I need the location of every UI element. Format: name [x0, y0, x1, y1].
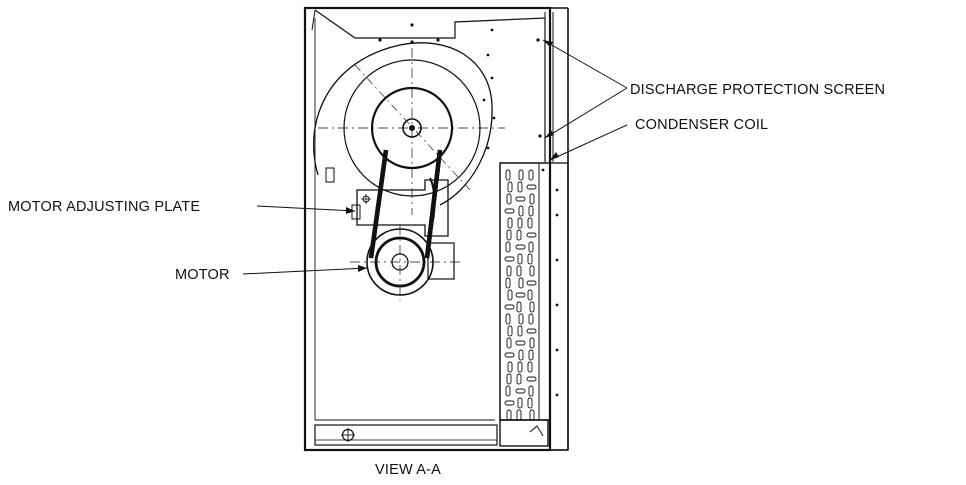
leader-lines [242, 39, 628, 275]
coil-fin-slot [505, 277, 511, 289]
coil-fin-slot [526, 328, 537, 334]
coil-fin-slot [527, 217, 533, 229]
coil-fin-slot [528, 169, 534, 181]
coil-fin-slot [516, 265, 522, 277]
coil-fin-slot [518, 313, 524, 325]
coil-fin-slot [527, 253, 533, 265]
coil-fin-slot [528, 241, 534, 253]
coil-fin-slot [505, 385, 511, 397]
blower-shroud [311, 9, 546, 162]
coil-fin-slot [507, 361, 513, 373]
coil-fin-slot [506, 193, 512, 205]
coil-fin-slot [518, 205, 524, 217]
coil-fin-slot [505, 313, 511, 325]
coil-fin-slot [517, 217, 523, 229]
coil-fin-slot [515, 244, 526, 250]
coil-fin-slot [504, 304, 515, 310]
coil-fin-slot [504, 208, 515, 214]
condenser-coil [499, 162, 569, 451]
coil-fin-slot [516, 373, 522, 385]
coil-fin-slot [516, 301, 522, 313]
coil-fin-slot [516, 409, 522, 421]
coil-fin-slot [504, 400, 515, 406]
coil-fin-slot [518, 169, 524, 181]
coil-fin-slot [516, 229, 522, 241]
coil-fin-slot [527, 289, 533, 301]
coil-fin-slot [529, 301, 535, 313]
coil-fin-slot [504, 352, 515, 358]
coil-fin-slot [529, 265, 535, 277]
coil-fin-slot [526, 232, 537, 238]
coil-fin-slot [505, 241, 511, 253]
coil-fin-slot [529, 193, 535, 205]
coil-fin-slot [506, 265, 512, 277]
view-title: VIEW A-A [375, 462, 441, 478]
coil-fin-slot [529, 409, 535, 421]
coil-fin-slot [506, 337, 512, 349]
coil-fin-slot [517, 397, 523, 409]
coil-fin-slot [507, 325, 513, 337]
motor-label: MOTOR [175, 267, 230, 283]
coil-fin-slot [527, 397, 533, 409]
motor [350, 225, 460, 300]
coil-fin-slot [506, 229, 512, 241]
coil-fin-slot [528, 349, 534, 361]
condenser-coil-label: CONDENSER COIL [635, 117, 768, 133]
coil-fin-slot [506, 409, 512, 421]
cabinet [303, 6, 569, 452]
coil-fin-slot [528, 385, 534, 397]
coil-fin-slot [526, 184, 537, 190]
coil-fin-slot [518, 349, 524, 361]
coil-fin-slot [507, 289, 513, 301]
coil-fin-slot [505, 169, 511, 181]
discharge-screen-label: DISCHARGE PROTECTION SCREEN [630, 82, 885, 98]
coil-fin-slot [507, 217, 513, 229]
coil-fin-slot [517, 325, 523, 337]
coil-fin-slot [517, 253, 523, 265]
coil-fin-slot [529, 337, 535, 349]
coil-fin-slot [518, 277, 524, 289]
coil-fin-slot [515, 340, 526, 346]
coil-fin-slot [507, 181, 513, 193]
coil-fin-slot [515, 196, 526, 202]
coil-fin-slot [526, 280, 537, 286]
coil-fin-slot [517, 181, 523, 193]
coil-fin-slot [506, 373, 512, 385]
coil-fin-slot [528, 205, 534, 217]
motor-plate-label: MOTOR ADJUSTING PLATE [8, 199, 200, 215]
coil-fin-slot [517, 361, 523, 373]
coil-fin-slot [504, 256, 515, 262]
coil-fin-slot [515, 388, 526, 394]
blower-wheel [313, 42, 505, 215]
coil-fin-slot [515, 292, 526, 298]
coil-fin-slot [528, 313, 534, 325]
coil-fin-slot [527, 361, 533, 373]
coil-fin-slot [526, 376, 537, 382]
